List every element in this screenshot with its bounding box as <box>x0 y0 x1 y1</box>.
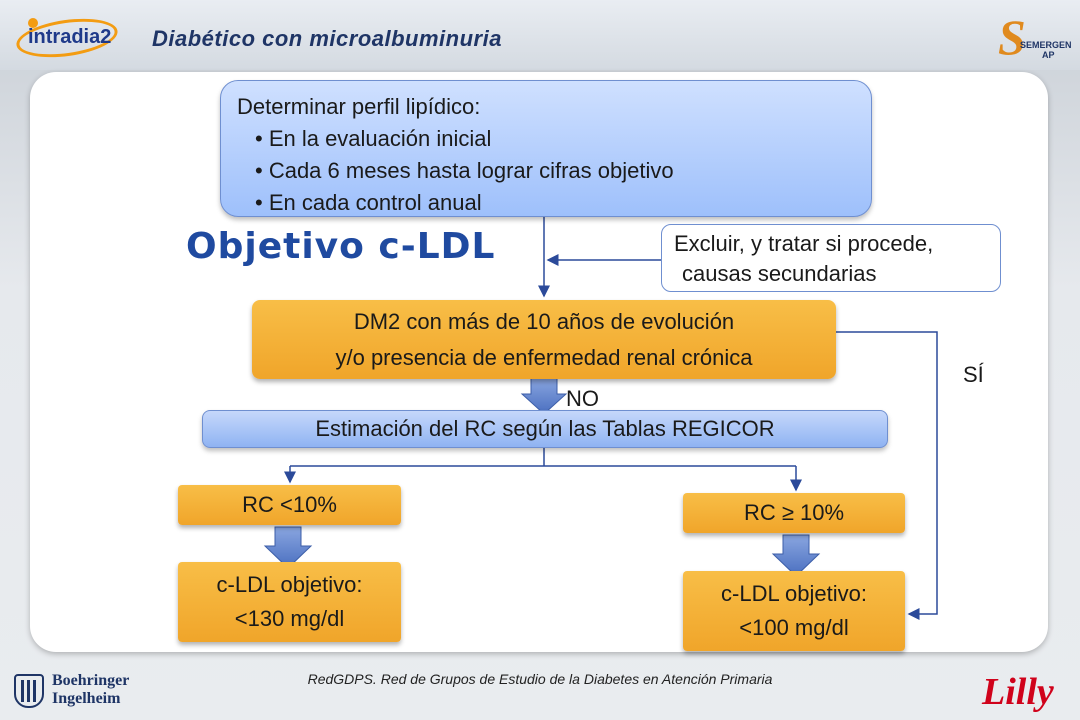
dm2-criteria-box: DM2 con más de 10 años de evolución y/o … <box>252 300 836 379</box>
semergen-logo-name: SEMERGEN <box>1020 40 1072 50</box>
arrow-si-path <box>836 331 938 620</box>
regicor-estimation-box: Estimación del RC según las Tablas REGIC… <box>202 410 888 448</box>
dm2-line-1: DM2 con más de 10 años de evolución <box>353 309 735 334</box>
lipid-bullet-2: • Cada 6 meses hasta lograr cifras objet… <box>255 158 674 183</box>
exclude-line-2: causas secundarias <box>682 261 877 286</box>
lilly-logo: Lilly <box>982 671 1054 713</box>
boehringer-logo-name: Boehringer Ingelheim <box>52 672 129 708</box>
ldl-low-line-1: c-LDL objetivo: <box>216 572 363 597</box>
diagram-title: Objetivo c-LDL <box>186 226 496 267</box>
semergen-logo-ap: AP <box>1042 50 1055 60</box>
lipid-profile-heading: Determinar perfil lipídico: <box>237 94 481 119</box>
boehringer-logo-line-1: Boehringer <box>52 672 130 689</box>
ldl-target-low-box: c-LDL objetivo: <130 mg/dl <box>178 562 401 642</box>
semergen-logo-mark: S <box>998 9 1026 65</box>
exclude-causes-box: Excluir, y tratar si procede, causas sec… <box>661 224 1001 292</box>
intradia-logo-dot <box>28 18 38 28</box>
label-si: SÍ <box>963 362 984 387</box>
slide-title: Diabético con microalbuminuria <box>152 26 502 51</box>
dm2-line-2: y/o presencia de enfermedad renal crónic… <box>335 345 753 370</box>
ldl-target-high-box: c-LDL objetivo: <100 mg/dl <box>683 571 905 651</box>
boehringer-logo-line-2: Ingelheim <box>52 690 121 707</box>
rc-high-box: RC ≥ 10% <box>683 493 905 533</box>
header-band <box>0 0 1080 70</box>
boehringer-logo: Boehringer Ingelheim <box>14 672 164 714</box>
semergen-logo: S SEMERGEN AP <box>998 8 1072 72</box>
lipid-bullet-1: • En la evaluación inicial <box>255 126 492 151</box>
fat-arrow-rc-high-to-ldl <box>771 534 821 577</box>
boehringer-logo-mark <box>14 674 44 708</box>
exclude-line-1: Excluir, y tratar si procede, <box>674 231 934 256</box>
lipid-bullet-3: • En cada control anual <box>255 190 482 215</box>
intradia-logo: intradia2 <box>12 13 121 63</box>
rc-low-box: RC <10% <box>178 485 401 525</box>
ldl-low-line-2: <130 mg/dl <box>234 606 345 631</box>
lipid-profile-box: Determinar perfil lipídico: • En la eval… <box>220 80 872 217</box>
label-no: NO <box>566 386 599 411</box>
intradia-logo-text: intradia2 <box>28 26 112 48</box>
fat-arrow-rc-low-to-ldl <box>263 526 313 569</box>
ldl-high-line-2: <100 mg/dl <box>739 615 849 640</box>
footer-caption: RedGDPS. Red de Grupos de Estudio de la … <box>307 671 773 687</box>
fat-arrow-dm2-to-regicor <box>520 377 568 415</box>
ldl-high-line-1: c-LDL objetivo: <box>721 581 867 606</box>
